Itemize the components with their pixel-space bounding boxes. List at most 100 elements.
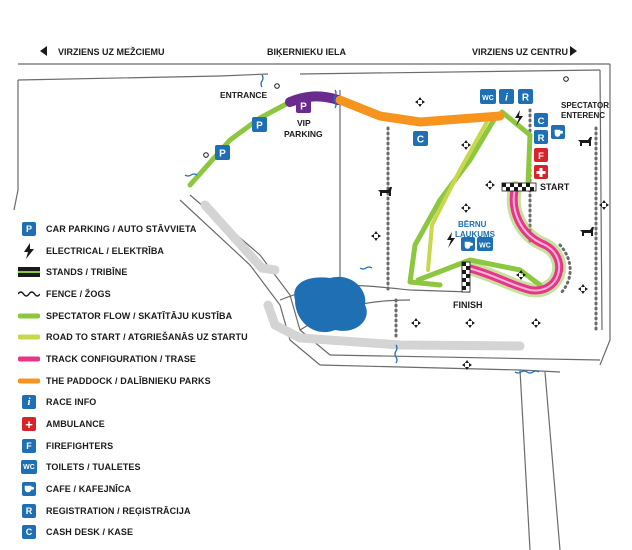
registration-icon: R <box>22 503 36 518</box>
toilets-icon: WC <box>477 237 493 251</box>
ambulance-icon: + <box>22 417 36 432</box>
electrical-icon <box>515 110 523 126</box>
cash-desk-icon: C <box>22 525 36 540</box>
spectator-flow-entrance <box>187 99 293 188</box>
info-icon: i <box>22 395 36 410</box>
road-to-start <box>426 118 490 272</box>
legend-item-race-info: i RACE INFO <box>18 392 278 414</box>
firefighters-icon: F <box>22 438 36 453</box>
legend-item-spectator-flow: SPECTATOR FLOW / SKATĪTĀJU KUSTĪBA <box>18 305 278 327</box>
parking-icon: P <box>215 145 230 160</box>
direction-header: VIRZIENS UZ MEŽCIEMU BIĶERNIEKU IELA VIR… <box>40 46 577 57</box>
cash-desk-icon: C <box>534 113 548 127</box>
parking-icon: P <box>22 221 36 236</box>
lake <box>294 276 367 333</box>
registration-icon: R <box>518 89 533 104</box>
direction-cross-icon <box>462 360 472 370</box>
left-road-line <box>13 80 19 211</box>
direction-cross-icon <box>415 97 425 107</box>
svg-text:P: P <box>300 102 307 113</box>
svg-text:i: i <box>505 93 508 104</box>
direction-cross-icon <box>578 284 588 294</box>
legend-item-road-to-start: ROAD TO START / ATGRIEŠANĀS UZ STARTU <box>18 326 278 348</box>
street-name-label: BIĶERNIEKU IELA <box>267 47 347 57</box>
svg-text:C: C <box>538 116 545 127</box>
svg-text:WC: WC <box>482 95 494 102</box>
children-area-label-2: LAUKUMS <box>455 230 496 239</box>
cafe-icon <box>461 237 475 251</box>
legend-label: THE PADDOCK / DALĪBNIEKU PARKS <box>46 375 211 386</box>
svg-text:F: F <box>538 151 544 162</box>
spectator-flow-swatch <box>18 313 40 319</box>
legend-label: CASH DESK / KASE <box>46 527 134 538</box>
entrance-2-label: ENTERENC <box>561 111 605 120</box>
fence-marker-5 <box>514 370 540 374</box>
legend-label: CAFE / KAFEJNĪCA <box>46 484 132 495</box>
spectator-label: SPECTATOR <box>561 101 609 110</box>
direction-cross-icon <box>531 318 541 328</box>
spectator-flow-track <box>415 257 543 288</box>
legend-item-cafe: CAFE / KAFEJNĪCA <box>18 478 278 500</box>
inner-road-line-2 <box>299 69 601 75</box>
finish-flag-icon <box>461 261 471 293</box>
ambulance-icon <box>534 165 548 179</box>
dog-markers <box>378 137 594 236</box>
legend-label: TRACK CONFIGURATION / TRASE <box>46 353 197 364</box>
svg-text:R: R <box>522 93 530 104</box>
legend-label: RACE INFO <box>46 397 97 408</box>
legend-item-parking: P CAR PARKING / AUTO STĀVVIETA <box>18 218 278 240</box>
electrical-icon <box>447 232 455 248</box>
circle-markers <box>203 76 569 158</box>
legend-item-fence: FENCE / ŽOGS <box>18 283 278 305</box>
map-legend: P CAR PARKING / AUTO STĀVVIETA ELECTRICA… <box>18 218 278 543</box>
road-outlines <box>13 63 611 550</box>
direction-cross-icon <box>485 180 495 190</box>
start-label: START <box>540 182 570 192</box>
circle-marker <box>203 152 209 158</box>
toilets-icon: WC <box>480 89 496 104</box>
parking-label: PARKING <box>284 129 323 139</box>
fence-icon <box>18 291 40 297</box>
legend-item-ambulance: + AMBULANCE <box>18 413 278 435</box>
legend-item-cash-desk: C CASH DESK / KASE <box>18 522 278 544</box>
legend-item-stands: STANDS / TRIBĪNE <box>18 261 278 283</box>
fence-marker-6 <box>260 74 264 88</box>
info-icon: i <box>499 89 514 104</box>
legend-label: ELECTRICAL / ELEKTRĪBA <box>46 245 165 256</box>
south-road-line <box>519 369 531 550</box>
legend-label: SPECTATOR FLOW / SKATĪTĀJU KUSTĪBA <box>46 310 233 321</box>
bottom-road-line <box>329 354 601 361</box>
children-area-label-1: BĒRNU <box>458 220 487 229</box>
direction-left-label: VIRZIENS UZ MEŽCIEMU <box>58 46 165 57</box>
paddock-swatch <box>18 378 40 384</box>
inner-road-line <box>17 73 269 81</box>
arrow-left-icon <box>40 46 47 56</box>
svg-text:P: P <box>256 121 263 132</box>
svg-text:C: C <box>417 135 424 146</box>
svg-text:P: P <box>219 149 226 160</box>
direction-cross-icon <box>411 318 421 328</box>
legend-label: AMBULANCE <box>46 419 105 430</box>
dog-icon <box>578 137 592 146</box>
spectator-flow-west <box>407 115 498 288</box>
map-icons: P P P C WC i R C R F WC <box>215 89 565 251</box>
dog-icon <box>378 187 392 196</box>
vip-parking-icon: P <box>296 98 311 113</box>
legend-item-registration: R REGISTRATION / REĢISTRĀCIJA <box>18 500 278 522</box>
legend-label: TOILETS / TUALETES <box>46 462 141 473</box>
firefighters-icon: F <box>534 148 548 162</box>
dog-icon <box>580 227 594 236</box>
start-flag-icon <box>501 182 537 192</box>
track-centerline <box>467 187 561 292</box>
fence-marker-2 <box>184 173 198 177</box>
legend-label: REGISTRATION / REĢISTRĀCIJA <box>46 505 191 516</box>
south-road-line-2 <box>544 371 561 550</box>
fence-marker-4 <box>394 344 398 364</box>
legend-item-electrical: ELECTRICAL / ELEKTRĪBA <box>18 240 278 262</box>
legend-label: ROAD TO START / ATGRIEŠANĀS UZ STARTU <box>46 332 248 343</box>
gray-path-left <box>200 200 280 275</box>
right-road-line <box>599 64 611 366</box>
cash-desk-icon: C <box>413 131 428 146</box>
direction-cross-icon <box>599 200 609 210</box>
